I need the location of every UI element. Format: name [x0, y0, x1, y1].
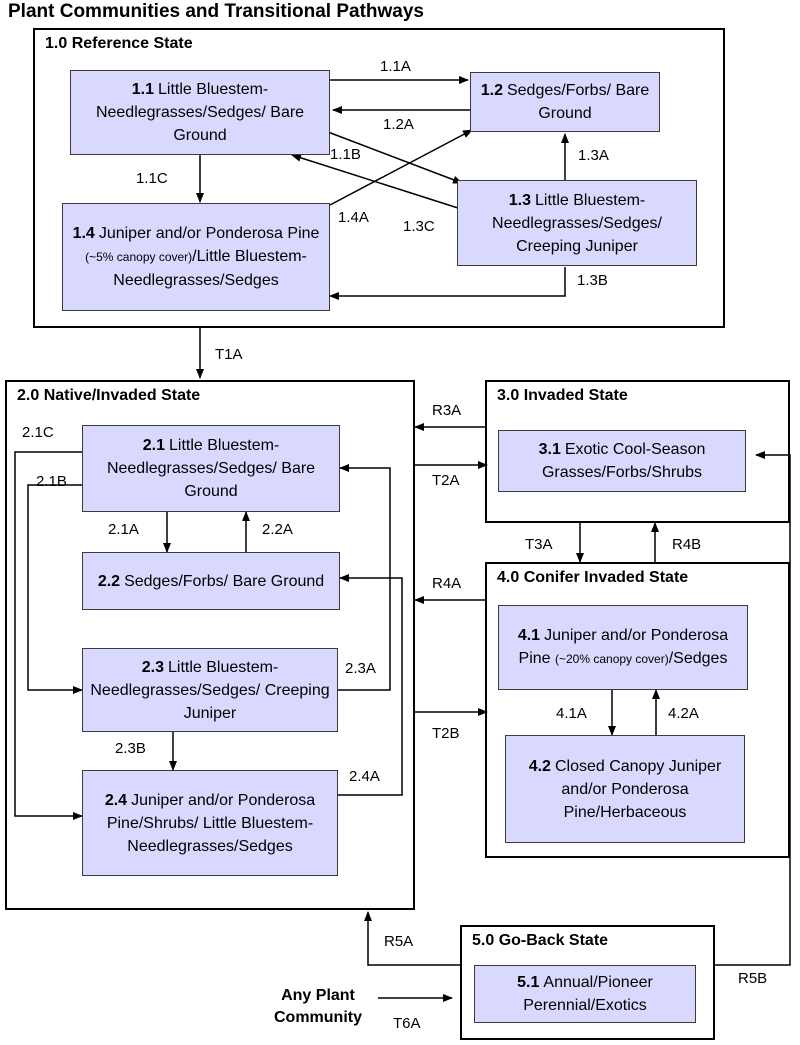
community-number: 2.2 [97, 572, 121, 590]
community-label: Sedges/Forbs/ Bare Ground [124, 572, 325, 590]
community-number: 4.2 [528, 757, 551, 775]
community-number: 2.1 [142, 437, 165, 454]
pathway-label-T2B: T2B [432, 725, 460, 742]
pathway-label-1-3B: 1.3B [577, 272, 608, 289]
pathway-label-1-1C: 1.1C [136, 170, 168, 187]
arrow-2-3A [338, 464, 391, 691]
arrow-1-1B [327, 131, 463, 184]
pathway-label-2-1A: 2.1A [108, 521, 139, 538]
community-number: 3.1 [538, 441, 561, 458]
pathway-label-1-2A: 1.2A [383, 116, 414, 133]
community-label-small: (~20% canopy cover) [555, 652, 669, 666]
community-label: Juniper and/or Ponderosa Pine/Shrubs/ Li… [106, 791, 316, 855]
arrow-1-3B [329, 267, 566, 300]
pathway-label-T1A: T1A [215, 346, 243, 363]
community-number: 2.4 [104, 791, 128, 809]
community-number: 1.3 [508, 191, 531, 209]
community-label-small: (~5% canopy cover) [85, 250, 193, 264]
pathway-label-1-3A: 1.3A [578, 147, 609, 164]
community-number: 1.4 [72, 225, 95, 242]
arrow-1-3C [291, 153, 459, 209]
community-label: Exotic Cool-Season Grasses/Forbs/Shrubs [541, 441, 706, 481]
pathway-label-2-4A: 2.4A [349, 768, 380, 785]
community-label: Little Bluestem-Needlegrasses/Sedges/ Ba… [95, 81, 305, 144]
arrow-2-4A [338, 574, 403, 796]
pathway-label-2-3B: 2.3B [115, 740, 146, 757]
community-label: Little Bluestem-Needlegrasses/Sedges/ Cr… [90, 658, 330, 722]
state-title: 4.0 Conifer Invaded State [497, 569, 689, 586]
community-number: 4.1 [517, 627, 541, 644]
state-2-native-invaded: 2.0 Native/Invaded State [5, 380, 415, 910]
pathway-label-R4B: R4B [672, 536, 702, 553]
pathway-label-1-1A: 1.1A [380, 58, 411, 75]
pathway-label-2-1B: 2.1B [36, 473, 67, 490]
pathway-label-4-2A: 4.2A [668, 705, 699, 722]
state-1-reference: 1.0 Reference State [33, 28, 725, 328]
community-label: Annual/Pioneer Perennial/Exotics [523, 974, 653, 1014]
pathway-label-1-3C: 1.3C [403, 218, 435, 235]
state-5-go-back: 5.0 Go-Back State [460, 925, 715, 1040]
arrow-2-1C [14, 451, 83, 820]
community-number: 2.3 [141, 658, 164, 676]
pathway-label-R5B: R5B [738, 970, 768, 987]
pathway-label-T2A: T2A [432, 472, 460, 489]
state-3-invaded: 3.0 Invaded State [485, 380, 790, 523]
state-title: 2.0 Native/Invaded State [17, 387, 201, 404]
pathway-label-T6A: T6A [393, 1015, 421, 1032]
community-number: 1.1 [131, 81, 154, 98]
community-label: Little Bluestem-Needlegrasses/Sedges/ Ba… [106, 437, 316, 500]
arrow-2-1B [27, 484, 83, 694]
pathway-label-R5A: R5A [384, 933, 414, 950]
community-label: Little Bluestem-Needlegrasses/Sedges/ Cr… [492, 191, 662, 255]
community-number: 5.1 [517, 974, 540, 991]
arrow-R5B [715, 451, 791, 966]
state-title: 5.0 Go-Back State [472, 932, 609, 949]
pathway-label-1-1B: 1.1B [330, 146, 361, 163]
pathway-label-1-4A: 1.4A [338, 209, 369, 226]
pathway-label-2-1C: 2.1C [22, 424, 54, 441]
pathway-label-2-2A: 2.2A [262, 521, 293, 538]
state-title: 3.0 Invaded State [497, 387, 628, 404]
any-plant-community-label: Any Plant Community [274, 987, 362, 1026]
pathway-label-R3A: R3A [432, 402, 462, 419]
arrow-1-4A [329, 129, 473, 206]
pathway-label-R4A: R4A [432, 575, 462, 592]
community-label: Sedges/Forbs/ Bare Ground [506, 82, 650, 122]
community-label: Juniper and/or Ponderosa Pine [518, 627, 729, 667]
arrow-R5A [364, 911, 460, 966]
pathway-label-T3A: T3A [525, 536, 553, 553]
diagram-title: Plant Communities and Transitional Pathw… [8, 1, 424, 22]
state-4-conifer-invaded: 4.0 Conifer Invaded State [485, 562, 790, 858]
community-label: /Little Bluestem-Needlegrasses/Sedges [113, 248, 307, 289]
community-label: Juniper and/or Ponderosa Pine [98, 225, 320, 242]
pathway-label-4-1A: 4.1A [556, 705, 587, 722]
pathway-label-2-3A: 2.3A [345, 660, 376, 677]
community-label: /Sedges [668, 650, 728, 667]
state-title: 1.0 Reference State [45, 35, 193, 52]
community-number: 1.2 [480, 82, 503, 99]
community-label: Closed Canopy Juniper and/or Ponderosa P… [554, 757, 722, 821]
